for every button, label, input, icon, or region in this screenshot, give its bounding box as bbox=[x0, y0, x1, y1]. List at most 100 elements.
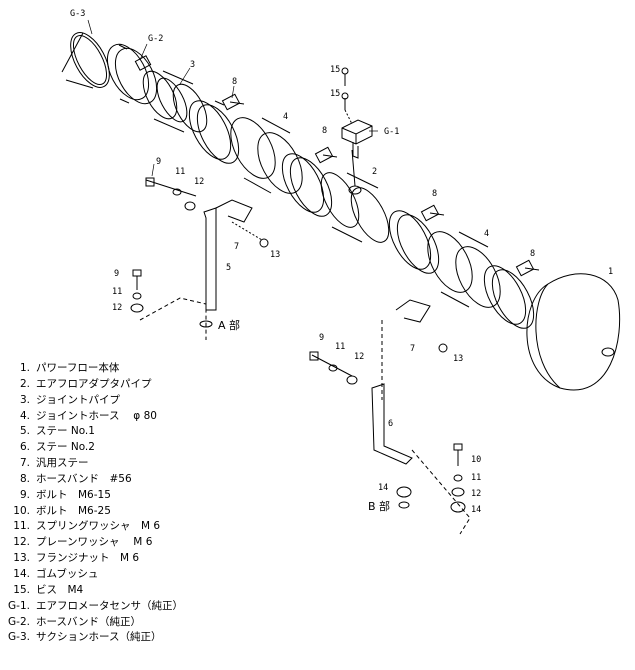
callout-13b: 13 bbox=[453, 354, 463, 364]
callout-4b: 4 bbox=[484, 229, 489, 239]
part-name: ボルト M6-25 bbox=[36, 504, 111, 517]
callout-g1: G-1 bbox=[384, 127, 399, 137]
part-number: 15. bbox=[13, 583, 30, 596]
parts-list-item: 8. ホースバンド #56 bbox=[0, 472, 183, 488]
parts-list-item: 14. ゴムブッシュ bbox=[0, 567, 183, 583]
callout-5: 5 bbox=[226, 263, 231, 273]
callout-6: 6 bbox=[388, 419, 393, 429]
callout-7b: 7 bbox=[410, 344, 415, 354]
detail-b-label: B 部 bbox=[368, 499, 390, 513]
callout-13a: 13 bbox=[270, 250, 280, 260]
part-name: ステー No.1 bbox=[36, 425, 95, 438]
part-name: ジョイントホース φ 80 bbox=[36, 409, 157, 422]
part-name: ビス M4 bbox=[36, 583, 84, 596]
hose-band-lower-middle bbox=[388, 204, 445, 274]
parts-list-item: 9. ボルト M6-15 bbox=[0, 488, 183, 504]
callout-8c: 8 bbox=[432, 189, 437, 199]
callout-2: 2 bbox=[372, 167, 377, 177]
callout-11b: 11 bbox=[112, 287, 122, 297]
part-name: ホースバンド（純正） bbox=[36, 615, 141, 628]
detail-a-label: A 部 bbox=[218, 318, 240, 332]
hose-band-lower-right bbox=[483, 259, 540, 329]
callout-11a: 11 bbox=[175, 167, 185, 177]
part-name: ボルト M6-15 bbox=[36, 488, 111, 501]
part-name: エアフロアダプタパイプ bbox=[36, 377, 152, 390]
joint-hose-lower bbox=[427, 231, 501, 308]
parts-list-item: 2. エアフロアダプタパイプ bbox=[0, 377, 183, 393]
part-number: 14. bbox=[13, 567, 30, 580]
callout-12a: 12 bbox=[194, 177, 204, 187]
part-number: 5. bbox=[19, 425, 30, 438]
part-name: ホースバンド #56 bbox=[36, 472, 132, 485]
parts-list: 1. パワーフロー本体 2. エアフロアダプタパイプ 3. ジョイントパイプ 4. ジョイント… bbox=[0, 361, 183, 646]
part-number: 11. bbox=[13, 520, 30, 533]
hose-band-upper-middle bbox=[281, 146, 338, 217]
stay-no2-assembly bbox=[309, 299, 471, 535]
part-name: ステー No.2 bbox=[36, 441, 95, 454]
callout-9b: 9 bbox=[114, 269, 119, 279]
callout-1: 1 bbox=[608, 267, 613, 277]
part-number: G-1. bbox=[8, 599, 30, 612]
parts-list-item: 4. ジョイントホース φ 80 bbox=[0, 409, 183, 425]
callout-g2: G-2 bbox=[148, 34, 163, 44]
callout-8d: 8 bbox=[530, 249, 535, 259]
part-number: 6. bbox=[19, 441, 30, 454]
callout-4a: 4 bbox=[283, 112, 288, 122]
part-name: 汎用ステー bbox=[36, 457, 89, 470]
parts-list-item: G-2. ホースバンド（純正） bbox=[0, 615, 183, 631]
callout-3: 3 bbox=[190, 60, 195, 70]
parts-list-item: 10. ボルト M6-25 bbox=[0, 504, 183, 520]
callout-12d: 12 bbox=[471, 489, 481, 499]
callout-9a: 9 bbox=[156, 157, 161, 167]
hose-band-upper-left bbox=[188, 93, 245, 164]
callout-14a: 14 bbox=[471, 505, 481, 515]
part-callouts: G-3 G-2 3 8 4 8 15 15 G-1 2 8 4 8 1 9 11… bbox=[70, 9, 613, 515]
part-number: 3. bbox=[19, 393, 30, 406]
part-number: 12. bbox=[13, 536, 30, 549]
callout-10: 10 bbox=[471, 455, 481, 465]
part-name: サクションホース（純正） bbox=[36, 631, 162, 644]
part-name: フランジナット M 6 bbox=[36, 552, 140, 565]
part-number: 2. bbox=[19, 377, 30, 390]
joint-pipe bbox=[142, 70, 208, 133]
callout-9c: 9 bbox=[319, 333, 324, 343]
part-number: 8. bbox=[19, 472, 30, 485]
part-number: 9. bbox=[19, 488, 30, 501]
part-number: 7. bbox=[19, 457, 30, 470]
part-name: パワーフロー本体 bbox=[36, 362, 120, 374]
parts-list-item: 1. パワーフロー本体 bbox=[0, 361, 183, 377]
parts-list-item: 13. フランジナット M 6 bbox=[0, 551, 183, 567]
part-number: 4. bbox=[19, 409, 30, 422]
parts-list-item: G-1. エアフロメータセンサ（純正） bbox=[0, 599, 183, 615]
part-number: 13. bbox=[13, 552, 30, 565]
part-number: 1. bbox=[19, 362, 30, 374]
callout-11c: 11 bbox=[335, 342, 345, 352]
part-name: プレーンワッシャ M 6 bbox=[36, 536, 153, 549]
callout-15a: 15 bbox=[330, 65, 340, 75]
callout-12c: 12 bbox=[354, 352, 364, 362]
callout-g3: G-3 bbox=[70, 9, 85, 19]
callout-7a: 7 bbox=[234, 242, 239, 252]
part-number: 10. bbox=[13, 504, 30, 517]
part-name: ジョイントパイプ bbox=[36, 393, 120, 406]
part-name: エアフロメータセンサ（純正） bbox=[36, 599, 183, 612]
parts-list-item: 12. プレーンワッシャ M 6 bbox=[0, 535, 183, 551]
callout-8a: 8 bbox=[232, 77, 237, 87]
airflow-meter-sensor-g1 bbox=[341, 67, 373, 159]
callout-15b: 15 bbox=[330, 89, 340, 99]
part-name: ゴムブッシュ bbox=[36, 567, 99, 580]
parts-list-item: 15. ビス M4 bbox=[0, 583, 183, 599]
callout-14b: 14 bbox=[378, 483, 388, 493]
airflow-adapter-pipe bbox=[320, 149, 390, 243]
suction-hose-g3 bbox=[61, 32, 110, 89]
leader-lines bbox=[87, 19, 378, 177]
part-name: スプリングワッシャ M 6 bbox=[36, 520, 161, 533]
parts-list-item: 6. ステー No.2 bbox=[0, 440, 183, 456]
parts-list-item: 3. ジョイントパイプ bbox=[0, 393, 183, 409]
part-number: G-3. bbox=[8, 631, 30, 644]
parts-list-item: G-3. サクションホース（純正） bbox=[0, 630, 183, 646]
part-number: G-2. bbox=[8, 615, 30, 628]
parts-list-item: 5. ステー No.1 bbox=[0, 424, 183, 440]
power-flow-body bbox=[526, 273, 621, 391]
